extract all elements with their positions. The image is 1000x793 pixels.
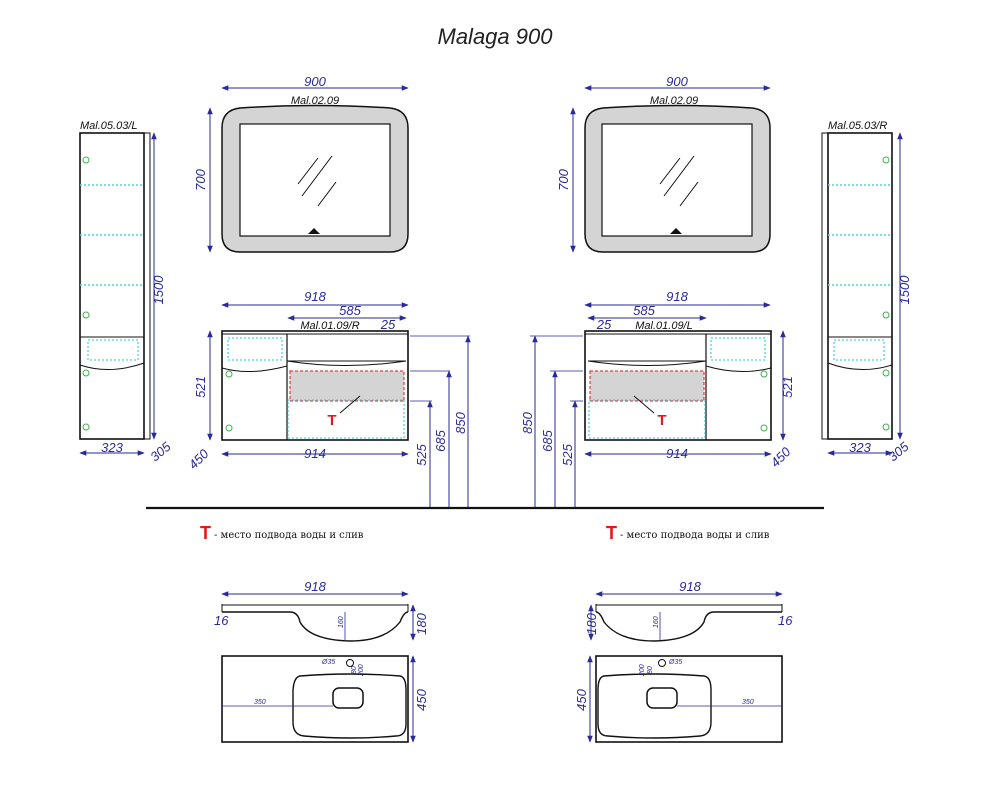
legend-symbol: T	[606, 523, 617, 543]
dim-160-left: 160	[338, 616, 345, 628]
dim-900-right: 900	[666, 74, 688, 89]
mirror-right-code: Mal.02.09	[650, 95, 698, 107]
dim-450-left: 450	[186, 446, 212, 472]
dim-918-basin-right: 918	[679, 579, 701, 594]
dim-450-basin-right: 450	[574, 688, 589, 710]
knob-icon	[82, 369, 90, 377]
column-right: Mal.05.03/R 1500 323 305	[821, 120, 912, 464]
dim-16-left: 16	[214, 613, 229, 628]
knob-icon	[82, 156, 90, 164]
basin-left: 918 160 180 16 Ø35 80 200 350 450	[214, 579, 429, 743]
dim-350-left: 350	[254, 699, 266, 706]
dim-323-left: 323	[101, 440, 123, 455]
dim-521-right: 521	[780, 376, 795, 398]
knob-icon	[225, 370, 233, 378]
dim-450-right: 450	[768, 444, 794, 470]
vanity-left-code: Mal.01.09/R	[300, 320, 359, 332]
mirror-left-code: Mal.02.09	[291, 95, 339, 107]
dim-918-left: 918	[304, 289, 326, 304]
dim-1500-left: 1500	[151, 275, 166, 305]
dim-918-right: 918	[666, 289, 688, 304]
dim-80-right: 80	[647, 666, 654, 674]
vanity-left: 918 585 Mal.01.09/R 25 T 914 521 450 525…	[186, 289, 471, 508]
dim-25-right: 25	[596, 317, 612, 332]
dim-35-right: Ø35	[668, 659, 682, 666]
knob-icon	[82, 311, 90, 319]
drawing-title: Malaga 900	[438, 24, 554, 49]
knob-icon	[225, 424, 233, 432]
dim-305-right: 305	[885, 438, 912, 464]
legend-right: T - место подвода воды и слив	[606, 523, 770, 543]
dim-525-left: 525	[414, 443, 429, 465]
faucet-hole-icon	[658, 659, 666, 667]
knob-icon	[882, 156, 890, 164]
dim-305-left: 305	[147, 438, 174, 464]
legend-symbol: T	[200, 523, 211, 543]
mirror-right: 900 Mal.02.09 700	[556, 74, 771, 253]
dim-200-left: 200	[358, 664, 365, 677]
dim-685-left: 685	[433, 429, 448, 451]
mirror-left: 900 Mal.02.09 700	[193, 74, 409, 253]
dim-200-right: 200	[639, 664, 646, 677]
dim-900-left: 900	[304, 74, 326, 89]
knob-icon	[760, 370, 768, 378]
dim-585-right: 585	[633, 303, 655, 318]
dim-350-right: 350	[742, 699, 754, 706]
knob-icon	[82, 423, 90, 431]
legend-text: - место подвода воды и слив	[620, 530, 770, 541]
dim-1500-right: 1500	[897, 275, 912, 305]
dim-914-left: 914	[304, 446, 326, 461]
water-marker-icon: T	[327, 412, 336, 429]
water-marker-icon: T	[657, 412, 666, 429]
knob-icon	[882, 369, 890, 377]
dim-25-left: 25	[380, 317, 396, 332]
dim-685-right: 685	[540, 429, 555, 451]
knob-icon	[882, 423, 890, 431]
dim-160-right: 160	[653, 616, 660, 628]
legend-text: - место подвода воды и слив	[214, 530, 364, 541]
column-left: Mal.05.03/L 1500 323 305	[79, 120, 174, 464]
dim-521-left: 521	[193, 376, 208, 398]
dim-850-left: 850	[453, 411, 468, 433]
dim-918-basin-left: 918	[304, 579, 326, 594]
column-right-code: Mal.05.03/R	[828, 120, 887, 132]
column-left-code: Mal.05.03/L	[80, 120, 137, 132]
dim-180-left: 180	[414, 612, 429, 634]
vanity-right-code: Mal.01.09/L	[635, 320, 692, 332]
legend-left: T - место подвода воды и слив	[200, 523, 364, 543]
dim-585-left: 585	[339, 303, 361, 318]
dim-450-basin-left: 450	[414, 688, 429, 710]
dim-35-left: Ø35	[321, 659, 335, 666]
dim-525-right: 525	[560, 443, 575, 465]
dim-323-right: 323	[849, 440, 871, 455]
dim-700-right: 700	[556, 168, 571, 190]
dim-180-right: 180	[584, 612, 599, 634]
dim-80-left: 80	[351, 666, 358, 674]
dim-850-right: 850	[520, 411, 535, 433]
dim-700-left: 700	[193, 168, 208, 190]
knob-icon	[760, 424, 768, 432]
dim-16-right: 16	[778, 613, 793, 628]
dim-914-right: 914	[666, 446, 688, 461]
knob-icon	[882, 311, 890, 319]
basin-right: 918 160 180 16 Ø35 80 200 350 450	[574, 579, 793, 743]
vanity-right: 918 585 25 Mal.01.09/L T 914 521 450 850…	[520, 289, 795, 508]
faucet-hole-icon	[346, 659, 354, 667]
